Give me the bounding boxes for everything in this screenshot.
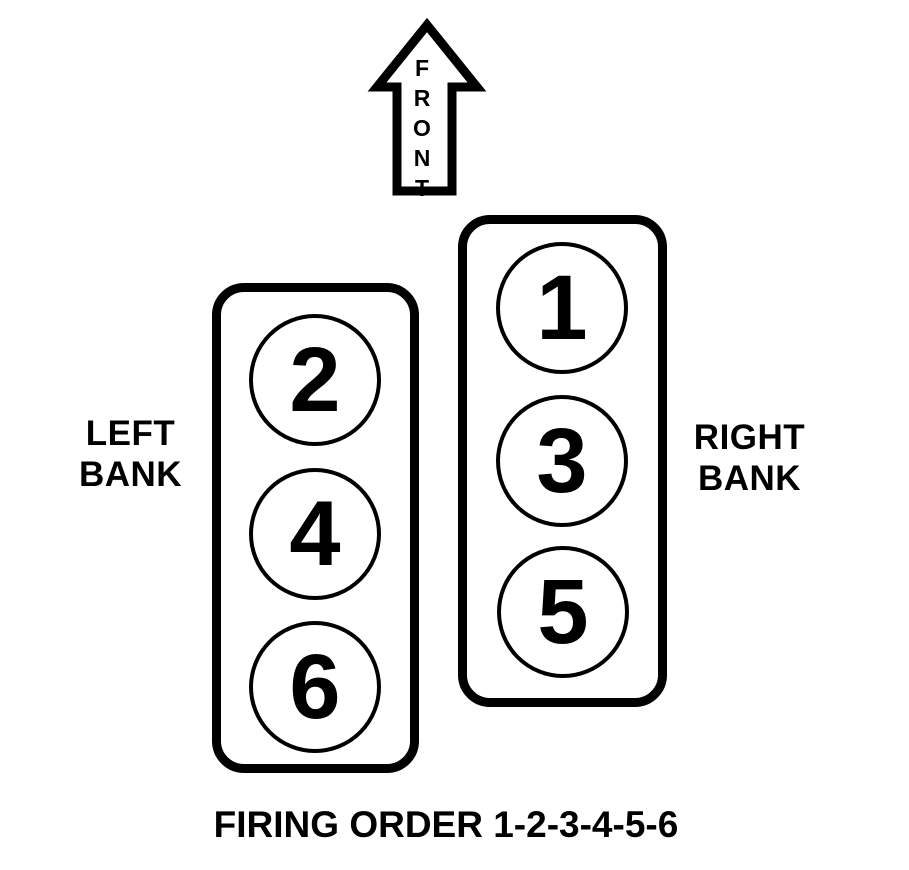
- cylinder-6-number: 6: [289, 636, 341, 738]
- cylinder-5-number: 5: [537, 561, 589, 663]
- right-bank-outline: 1 3 5: [458, 215, 667, 707]
- firing-order-caption: FIRING ORDER 1-2-3-4-5-6: [213, 804, 679, 845]
- cylinder-4-number: 4: [289, 483, 341, 585]
- cylinder-3-number: 3: [536, 410, 588, 512]
- cylinder-1-number: 1: [536, 257, 588, 359]
- right-bank-label-line2: BANK: [697, 459, 802, 498]
- left-bank-outline: 2 4 6: [212, 283, 419, 773]
- left-bank-label-line2: BANK: [78, 455, 183, 494]
- left-bank-label: LEFT BANK: [53, 413, 208, 495]
- cylinder-2-number: 2: [289, 329, 341, 431]
- right-bank-label-line1: RIGHT: [693, 418, 806, 457]
- cylinder-3: 3: [496, 395, 628, 527]
- left-bank-label-line1: LEFT: [85, 414, 176, 453]
- cylinder-5: 5: [497, 546, 629, 678]
- right-bank-label: RIGHT BANK: [672, 417, 827, 499]
- cylinder-1: 1: [496, 242, 628, 374]
- cylinder-2: 2: [249, 314, 381, 446]
- cylinder-4: 4: [249, 468, 381, 600]
- front-arrow-up-icon: [367, 17, 487, 196]
- cylinder-6: 6: [249, 621, 381, 753]
- front-arrow-label: FRONT: [409, 55, 435, 205]
